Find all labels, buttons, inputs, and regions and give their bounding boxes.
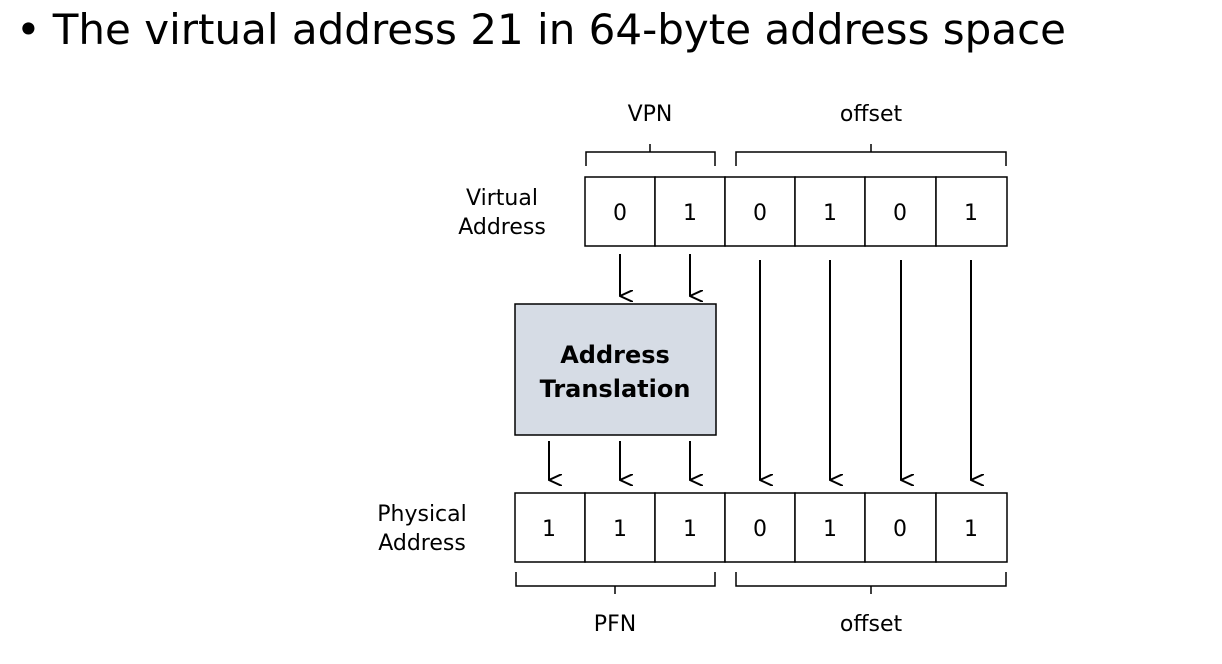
physical-bit-2: 1	[683, 517, 697, 542]
virtual-address-label-line2: Address	[458, 215, 546, 240]
physical-bit-cell	[584, 492, 656, 563]
virtual-address-register: 0 1 0 1 0 1	[584, 176, 1008, 247]
virtual-bit-5: 1	[964, 201, 978, 226]
physical-bit-cell	[794, 492, 866, 563]
physical-bit-cell	[864, 492, 937, 563]
virtual-bit-3: 1	[823, 201, 837, 226]
physical-bit-cell	[654, 492, 726, 563]
translation-line2: Translation	[540, 375, 691, 403]
physical-bit-5: 0	[893, 517, 907, 542]
virtual-offset-brace	[735, 144, 1007, 166]
physical-bit-3: 0	[753, 517, 767, 542]
virtual-bit-cell	[935, 176, 1008, 247]
physical-bit-cell	[514, 492, 586, 563]
bullet-icon: •	[16, 5, 41, 54]
pfn-label: PFN	[594, 612, 636, 637]
physical-address-register: 1 1 1 0 1 0 1	[514, 492, 1008, 563]
vpn-brace	[585, 144, 716, 166]
slide-title: •The virtual address 21 in 64-byte addre…	[16, 4, 1066, 56]
physical-offset-label: offset	[840, 612, 903, 637]
virtual-bit-2: 0	[753, 201, 767, 226]
physical-bit-4: 1	[823, 517, 837, 542]
virtual-bit-cell	[584, 176, 656, 247]
vpn-label: VPN	[628, 102, 673, 127]
virtual-address-label-line1: Virtual	[466, 186, 538, 211]
physical-bit-cell	[935, 492, 1008, 563]
virtual-offset-label: offset	[840, 102, 903, 127]
address-translation-box	[514, 303, 717, 436]
virtual-bit-cell	[794, 176, 866, 247]
slide-title-text: The virtual address 21 in 64-byte addres…	[52, 5, 1067, 54]
physical-bit-1: 1	[613, 517, 627, 542]
physical-bit-0: 1	[542, 517, 556, 542]
physical-bit-6: 1	[964, 517, 978, 542]
translation-line1: Address	[560, 341, 670, 369]
virtual-bit-0: 0	[613, 201, 627, 226]
physical-offset-brace	[735, 572, 1007, 594]
virtual-bit-1: 1	[683, 201, 697, 226]
physical-address-label-line1: Physical	[377, 502, 467, 527]
pfn-brace	[515, 572, 716, 594]
virtual-bit-cell	[864, 176, 937, 247]
physical-address-label-line2: Address	[378, 531, 466, 556]
virtual-bit-4: 0	[893, 201, 907, 226]
